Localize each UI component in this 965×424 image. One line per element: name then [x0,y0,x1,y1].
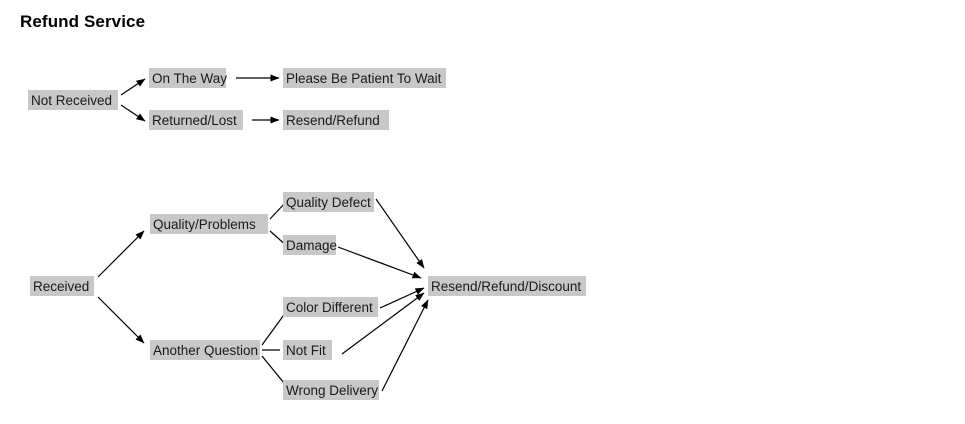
edge-received-to-quality-problems [97,230,145,278]
edge-color-different-to-resend-refund-discount [379,287,425,309]
node-on-the-way[interactable]: On The Way [149,68,227,88]
node-received[interactable]: Received [30,276,94,296]
edge-received-to-another-question [97,296,145,344]
node-resend-refund[interactable]: Resend/Refund [283,110,389,130]
node-resend-refund-discount[interactable]: Resend/Refund/Discount [428,276,586,296]
node-wrong-delivery[interactable]: Wrong Delivery [283,380,379,400]
node-another-question[interactable]: Another Question [150,340,260,360]
edge-wrong-delivery-to-resend-refund-discount [381,299,429,392]
node-please-be-patient-to-wait[interactable]: Please Be Patient To Wait [283,68,446,88]
node-damage[interactable]: Damage [283,235,337,255]
node-not-fit[interactable]: Not Fit [283,340,332,360]
edge-not-received-to-on-the-way [120,78,146,96]
node-quality-defect[interactable]: Quality Defect [283,192,374,212]
edge-quality-defect-to-resend-refund-discount [375,198,425,269]
edge-damage-to-resend-refund-discount [337,246,422,279]
node-not-received[interactable]: Not Received [28,90,118,110]
page-title: Refund Service [20,12,146,31]
node-color-different[interactable]: Color Different [283,297,378,317]
edge-not-received-to-returned-lost [120,104,146,122]
node-quality-problems[interactable]: Quality/Problems [150,214,268,234]
node-returned-lost[interactable]: Returned/Lost [149,110,243,130]
